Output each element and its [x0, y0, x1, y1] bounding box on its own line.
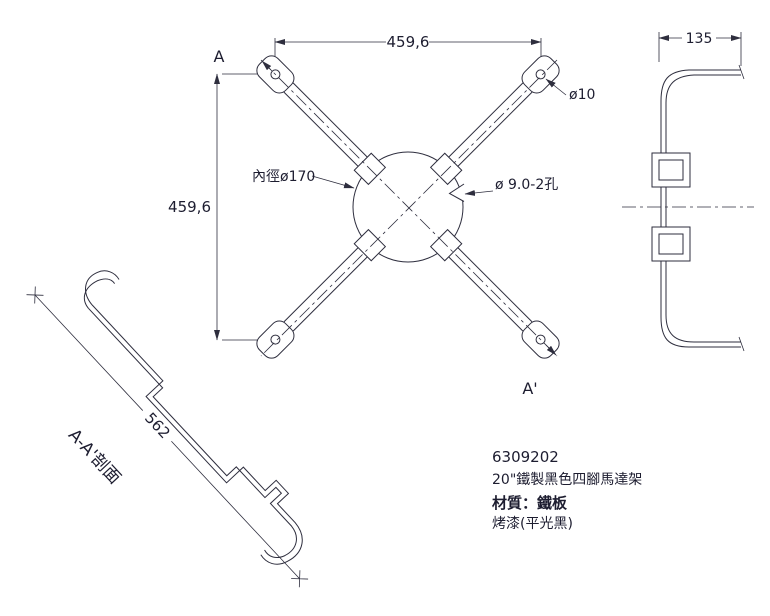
arm-bar: [283, 247, 368, 332]
arm-bar: [448, 82, 533, 167]
extension-lines: [222, 38, 542, 341]
section-left-hook-inner: [83, 278, 116, 309]
hole-label: ø10: [569, 87, 595, 103]
section-profile-inner: [87, 307, 297, 558]
section-left-hook-outer: [85, 270, 120, 306]
part-number: 6309202: [492, 448, 559, 466]
cut-arrow-a: [261, 60, 273, 72]
diagonal-centerline: [260, 59, 558, 357]
arm-tab: [353, 228, 387, 262]
arm-bar: [283, 82, 368, 167]
side-tab-upper-inner: [658, 159, 684, 181]
section-dim-ticks: [26, 286, 309, 588]
arm-tab: [429, 152, 463, 186]
dim-depth-label: 135: [686, 31, 713, 47]
flange-end-ticks: [738, 64, 745, 352]
side-view: 135: [622, 31, 754, 352]
leader-hole: [545, 78, 567, 96]
section-title: A-A'剖面: [64, 425, 125, 488]
side-tab-lower-inner: [658, 233, 684, 255]
finish-spec: 烤漆(平光黑): [492, 516, 573, 532]
arm-bottom-left: [256, 228, 387, 359]
dim-height-label: 459,6: [168, 198, 211, 216]
side-tab-lower: [651, 226, 691, 262]
material-spec: 材質：鐵板: [492, 494, 568, 512]
arm-bar: [448, 247, 533, 332]
leader-inner-dia: [311, 175, 355, 189]
pad-hole: [535, 69, 546, 80]
inner-dia-label: 內徑ø170: [252, 169, 315, 185]
section-dim-line: [34, 294, 300, 580]
cut-arrow-a2: [545, 344, 557, 356]
section-view: 562 A-A'剖面: [26, 270, 309, 588]
side-tab-upper: [651, 152, 691, 188]
part-description: 20"鐵製黑色四腳馬達架: [492, 471, 642, 488]
pair-hole-label: ø 9.0-2孔: [495, 177, 558, 193]
pad-hole: [270, 334, 281, 345]
cut-label-a-prime: A': [522, 379, 537, 398]
arm-top-right: [429, 55, 560, 186]
leader-pair-hole: [464, 189, 494, 196]
side-profile-outer: [660, 69, 741, 348]
cut-label-a: A: [214, 47, 225, 66]
ring-notch: [448, 183, 465, 202]
front-view: 459,6 459,6 ø10 內徑ø170 ø 9.0-2孔 A A': [168, 33, 595, 398]
side-profile-inner: [665, 74, 741, 343]
section-profile-outer: [91, 304, 303, 565]
title-block: 6309202 20"鐵製黑色四腳馬達架 材質：鐵板 烤漆(平光黑): [492, 448, 642, 532]
dim-width-label: 459,6: [387, 33, 430, 51]
